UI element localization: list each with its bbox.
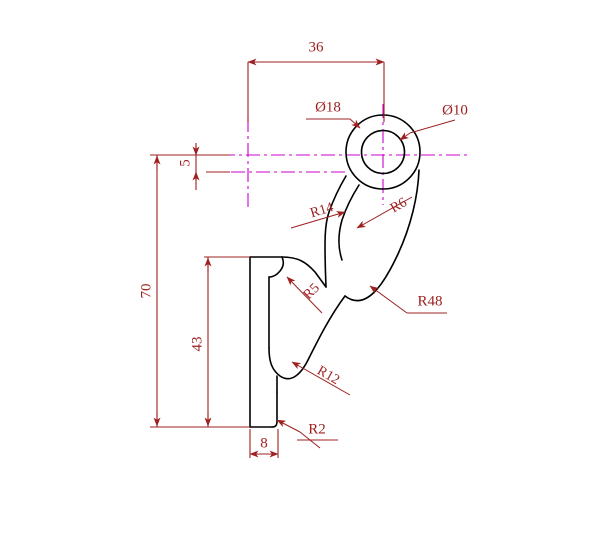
- dimension-70: 70: [138, 154, 246, 428]
- r5-leader: [286, 276, 323, 314]
- r12-label: R12: [314, 363, 342, 388]
- r14-label: R14: [309, 200, 336, 221]
- r14-inner-arm-edge: [324, 175, 347, 288]
- r2-leader-arrow: [276, 419, 301, 433]
- r48-leader-arrow: [369, 285, 408, 314]
- r14-leader: [290, 211, 346, 229]
- r12-inner-curve: [268, 295, 346, 380]
- radius-callout-14: R14: [290, 200, 346, 229]
- r5-label: R5: [301, 281, 323, 303]
- dim8-label: 8: [260, 435, 268, 451]
- radius-callout-5: R5: [286, 276, 323, 314]
- dia10-leader-arrow: [399, 132, 411, 141]
- diameter-callout-10: Ø10: [399, 102, 468, 141]
- dim36-label: 36: [309, 39, 325, 55]
- dia10-leader-shoulder: [409, 119, 456, 134]
- dim5-label: 5: [177, 159, 193, 167]
- dimension-8: 8: [249, 429, 279, 458]
- dim70-label: 70: [138, 284, 154, 299]
- dimension-36: 36: [247, 39, 385, 122]
- part-outline-group: [249, 114, 421, 428]
- dimension-43: 43: [189, 256, 250, 428]
- r12-leader: [291, 361, 351, 396]
- centerlines-group: [196, 104, 470, 208]
- r6-label: R6: [388, 195, 410, 216]
- r5-notch-fillet: [268, 256, 285, 278]
- dia10-label: Ø10: [442, 102, 468, 118]
- dia18-leader-arrow: [349, 118, 361, 129]
- r2-bottom-fillet: [271, 391, 278, 428]
- r48-outer-arc: [344, 169, 420, 302]
- upper-inner-transition: [281, 256, 327, 288]
- diameter-callout-18: Ø18: [306, 99, 361, 129]
- radius-callout-48: R48: [369, 285, 447, 314]
- hub-outer-circle: [345, 114, 421, 190]
- r6-leader: [356, 196, 413, 229]
- r48-label: R48: [417, 293, 442, 309]
- hub-inner-bore-circle: [360, 129, 406, 175]
- dia18-label: Ø18: [315, 99, 341, 115]
- r2-label: R2: [308, 421, 326, 437]
- radius-callout-2: R2: [276, 419, 338, 449]
- r6-arm-inner-edge: [338, 184, 360, 261]
- radius-callout-6: R6: [356, 195, 413, 229]
- dimension-5: 5: [177, 143, 230, 190]
- dim43-label: 43: [189, 337, 205, 352]
- radius-callout-12: R12: [291, 361, 351, 396]
